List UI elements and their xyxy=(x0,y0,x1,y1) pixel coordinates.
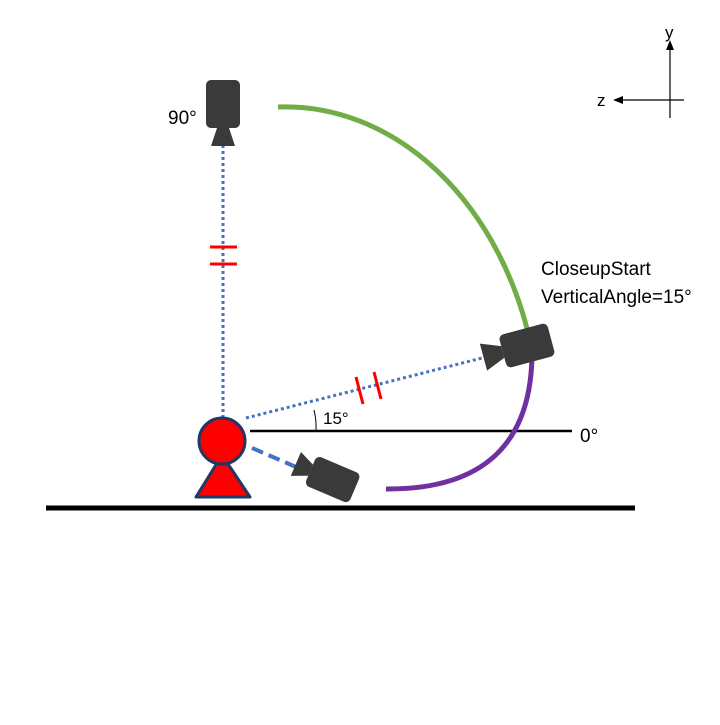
axis-indicator: y z xyxy=(597,23,684,118)
subject-icon xyxy=(194,416,252,499)
top-angle-label: 90° xyxy=(168,108,197,129)
camera-icon xyxy=(206,80,240,146)
lower-sight-line xyxy=(251,446,304,472)
camera-lens xyxy=(479,343,505,371)
camera-lens xyxy=(211,128,235,146)
y-axis-arrowhead xyxy=(666,40,674,50)
y-axis-label: y xyxy=(665,23,674,42)
camera-body xyxy=(206,80,240,128)
camera-body xyxy=(499,323,555,368)
tick-mark xyxy=(354,376,365,405)
camera-icon xyxy=(290,451,360,503)
zero-angle-label: 0° xyxy=(580,426,598,447)
angled-sight-line xyxy=(245,355,487,420)
subject-body xyxy=(194,453,252,499)
arc-lower-purple xyxy=(385,349,535,492)
angle-value-label: 15° xyxy=(323,409,349,428)
camera-icon xyxy=(479,323,555,371)
subject-head xyxy=(197,416,247,466)
camera-body xyxy=(305,457,360,503)
camera-name-label: CloseupStart xyxy=(541,259,652,280)
tick-mark xyxy=(372,371,383,400)
z-axis-label: z xyxy=(597,91,606,110)
arc-upper-green xyxy=(277,104,535,351)
angle-arc xyxy=(313,409,317,432)
camera-lens xyxy=(290,451,313,476)
camera-param-label: VerticalAngle=15° xyxy=(541,287,692,308)
z-axis-arrowhead xyxy=(613,96,623,104)
